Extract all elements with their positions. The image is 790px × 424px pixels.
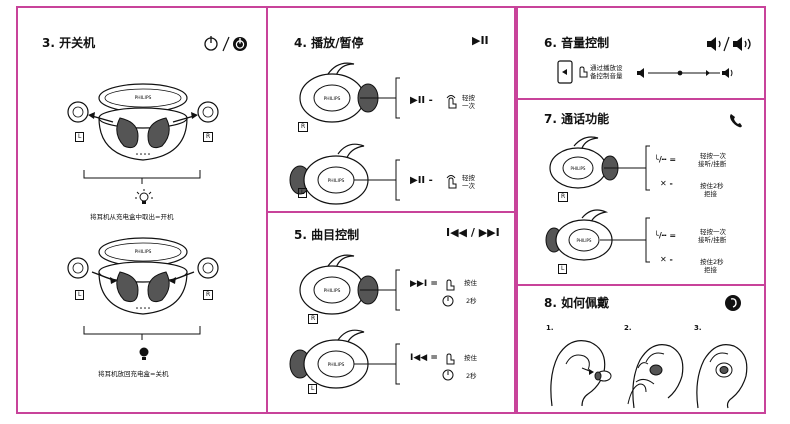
- call-r-tap-label: 轻按一次: [700, 152, 726, 160]
- wear-step-2: 2.: [624, 324, 632, 332]
- volume-text-line2: 备控制音量: [590, 72, 623, 80]
- wear-step-1-illustration: [550, 340, 612, 407]
- panel-playback: 4. 播放/暂停 ▶II PHILIPS R ▶II - 轻按一次 PHILIP…: [266, 6, 516, 414]
- r-badge-playback: R: [298, 122, 309, 132]
- svg-text:PHILIPS: PHILIPS: [328, 362, 345, 368]
- l-badge-playback: L: [298, 188, 308, 198]
- wear-step-3-illustration: [696, 344, 748, 409]
- phone-device-icon: [557, 60, 573, 84]
- section-7-title: 7. 通话功能: [544, 112, 610, 126]
- bracket-connector-top: [83, 170, 201, 184]
- finger-touch-icon: [579, 66, 588, 78]
- call-l-tap-action: 接听/挂断: [698, 236, 727, 244]
- svg-text:PHILIPS: PHILIPS: [324, 288, 341, 294]
- prev-track-symbol: I◀◀ =: [410, 353, 438, 363]
- earbud-left-track: PHILIPS: [289, 329, 400, 389]
- press-hold-label-1: 按住: [464, 279, 477, 287]
- svg-text:PHILIPS: PHILIPS: [577, 238, 592, 243]
- reject-symbol-r: ✕ -: [660, 179, 673, 188]
- wear-step-2-illustration: [627, 344, 684, 409]
- volume-slider-icon: [637, 68, 733, 78]
- play-pause-symbol-1: ▶II -: [410, 95, 433, 106]
- l-badge-call: L: [558, 264, 568, 274]
- l-badge-track: L: [308, 384, 318, 394]
- section-4-title: 4. 播放/暂停: [294, 36, 364, 50]
- call-r-hold-action: 拒接: [704, 190, 717, 198]
- press-hold-duration-1: 2秒: [466, 297, 477, 305]
- light-on-icon: [135, 189, 153, 204]
- next-track-symbol: ▶▶I =: [410, 279, 438, 289]
- svg-text:PHILIPS: PHILIPS: [571, 166, 586, 171]
- earbud-left-play: PHILIPS: [289, 143, 400, 205]
- section-divider-7-8: [518, 284, 764, 286]
- bracket-connector-bottom: [83, 326, 201, 340]
- power-on-caption: 将耳机从充电盒中取出=开机: [90, 213, 174, 221]
- earbud-right-track: PHILIPS: [299, 254, 400, 315]
- power-icons: [204, 36, 247, 52]
- wear-step-1: 1.: [546, 324, 554, 332]
- answer-symbol-l: ╰/╍ =: [654, 231, 677, 240]
- svg-text:PHILIPS: PHILIPS: [135, 249, 152, 255]
- section-8-title: 8. 如何佩戴: [544, 296, 610, 310]
- svg-text:PHILIPS: PHILIPS: [328, 178, 345, 184]
- ear-wear-icon: [725, 295, 741, 311]
- section-6-title: 6. 音量控制: [544, 36, 610, 50]
- tap-once-label-2: 轻按一次: [462, 174, 475, 190]
- tap-once-label-1: 轻按一次: [462, 94, 475, 110]
- call-l-hold-action: 拒接: [704, 266, 717, 274]
- svg-text:PHILIPS: PHILIPS: [135, 95, 152, 101]
- press-hold-label-2: 按住: [464, 354, 477, 362]
- call-l-hold-label: 按住2秒: [700, 258, 724, 266]
- call-r-hold-label: 按住2秒: [700, 182, 724, 190]
- earbud-right-call: PHILIPS: [549, 136, 650, 191]
- charging-case-open-illustration: PHILIPS: [67, 83, 219, 161]
- call-l-tap-label: 轻按一次: [700, 228, 726, 236]
- charging-case-closed-illustration: PHILIPS: [67, 237, 219, 315]
- track-control-icons: I◀◀ / ▶▶I: [446, 226, 500, 239]
- volume-slider-thumb: [677, 70, 683, 76]
- press-hold-duration-2: 2秒: [466, 372, 477, 380]
- volume-icons: [707, 36, 751, 52]
- wear-step-3: 3.: [694, 324, 702, 332]
- section-3-title: 3. 开关机: [42, 36, 96, 50]
- section-divider-6-7: [518, 98, 764, 100]
- left-badge-top: L: [75, 132, 85, 142]
- panel-volume-call-wear: 6. 音量控制 通过播放设 备控制音量 7. 通话功能 PHILIPS: [516, 6, 766, 414]
- answer-symbol-r: ╰/╍ =: [654, 155, 677, 164]
- call-r-tap-action: 接听/挂断: [698, 160, 727, 168]
- press-finger-icon-2: [446, 353, 455, 365]
- right-badge-bottom: R: [203, 290, 214, 300]
- reject-symbol-l: ✕ -: [660, 255, 673, 264]
- panel-power: 3. 开关机 PHILIPS L R: [16, 6, 268, 414]
- volume-text-line1: 通过播放设: [590, 64, 623, 72]
- right-badge-top: R: [203, 132, 214, 142]
- r-badge-call: R: [558, 192, 569, 202]
- earbud-right-play: PHILIPS: [299, 62, 400, 123]
- phone-call-icon: [730, 114, 742, 128]
- section-5-title: 5. 曲目控制: [294, 228, 360, 242]
- r-badge-track: R: [308, 314, 319, 324]
- light-off-icon: [139, 347, 149, 360]
- svg-text:PHILIPS: PHILIPS: [324, 96, 341, 102]
- left-badge-bottom: L: [75, 290, 85, 300]
- press-finger-icon-1: [446, 279, 455, 291]
- play-pause-icon: ▶II: [472, 34, 489, 47]
- timer-icon-1: [442, 295, 454, 307]
- earbud-left-call: PHILIPS: [545, 209, 650, 263]
- power-filled-icon: [233, 37, 247, 51]
- power-off-caption: 将耳机放回充电盒=关机: [98, 370, 169, 378]
- tap-finger-icon-2: [446, 175, 457, 189]
- tap-finger-icon: [446, 95, 457, 109]
- play-pause-symbol-2: ▶II -: [410, 175, 433, 186]
- timer-icon-2: [442, 369, 454, 381]
- section-divider-4-5: [268, 211, 514, 213]
